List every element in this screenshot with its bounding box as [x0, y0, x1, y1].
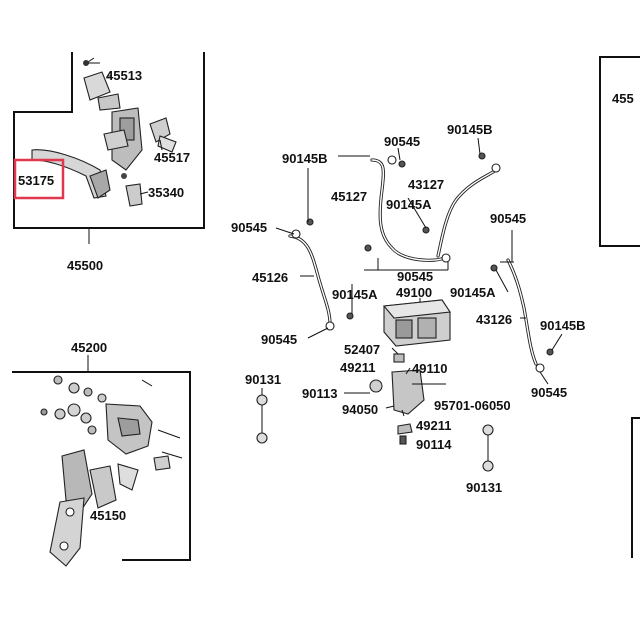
- label-49211-b: 49211: [416, 418, 451, 433]
- grommet-icon: [393, 353, 405, 363]
- pivot-bolt-icon: [121, 173, 127, 179]
- label-49100: 49100: [396, 285, 432, 300]
- right-bottom-frame: [631, 417, 640, 558]
- label-53175: 53175: [18, 173, 54, 188]
- label-95701-06050: 95701-06050: [434, 398, 511, 413]
- label-90545-a: 90545: [384, 134, 420, 149]
- caliper-group: [40, 355, 183, 567]
- label-90131-b: 90131: [466, 480, 502, 495]
- label-90145A-a: 90145A: [386, 197, 432, 212]
- piston-icon: [54, 408, 66, 420]
- highlight-box: [13, 158, 65, 200]
- brake-pad-icon: [61, 449, 93, 513]
- label-90145B-a: 90145B: [282, 151, 328, 166]
- abs-bracket-icon: [391, 369, 425, 415]
- hose-group: [275, 137, 563, 385]
- abs-group: [344, 298, 451, 445]
- label-49211-a: 49211: [340, 360, 375, 375]
- label-45127: 45127: [331, 189, 367, 204]
- label-455: 455: [612, 91, 634, 106]
- fitting-90114-icon: [399, 435, 407, 445]
- label-49110: 49110: [412, 361, 447, 376]
- bolt-head-icon: [83, 60, 89, 66]
- label-90113: 90113: [302, 386, 337, 401]
- right-top-frame: [599, 56, 640, 247]
- label-90545-e: 90545: [261, 332, 297, 347]
- label-90545-c: 90545: [231, 220, 267, 235]
- label-45150: 45150: [90, 508, 126, 523]
- bracket-icon: [49, 497, 85, 567]
- labels: 45513 45517 53175 35340 45500 45200 4515…: [18, 68, 634, 523]
- label-90545-d: 90545: [397, 269, 433, 284]
- label-45513: 45513: [106, 68, 142, 83]
- label-45126: 45126: [252, 270, 288, 285]
- label-45200: 45200: [71, 340, 107, 355]
- banjo-fitting-icon: [387, 155, 397, 165]
- label-90145A-c: 90145A: [450, 285, 496, 300]
- label-90545-b: 90545: [490, 211, 526, 226]
- label-94050: 94050: [342, 402, 378, 417]
- banjo-bolt-icon: [149, 117, 171, 143]
- label-90145B-c: 90145B: [540, 318, 586, 333]
- brake-pad-2-icon: [89, 465, 117, 509]
- reservoir-cap-icon: [83, 71, 111, 101]
- pin-icon: [157, 429, 181, 439]
- master-cylinder-group: [31, 57, 177, 244]
- clamp-icon: [103, 129, 129, 151]
- hose-45126: [288, 234, 332, 326]
- label-90145B-b: 90145B: [447, 122, 493, 137]
- hose-43127: [436, 168, 498, 258]
- label-90545-f: 90545: [531, 385, 567, 400]
- label-52407: 52407: [344, 342, 380, 357]
- label-45517: 45517: [154, 150, 190, 165]
- label-90145A-b: 90145A: [332, 287, 378, 302]
- label-90114: 90114: [416, 437, 452, 452]
- caliper-frame: [12, 371, 191, 561]
- label-35340: 35340: [148, 185, 184, 200]
- label-45500: 45500: [67, 258, 103, 273]
- bolt-icon: [87, 57, 95, 63]
- diaphragm-icon: [97, 93, 121, 111]
- label-43127: 43127: [408, 177, 444, 192]
- label-90131-a: 90131: [245, 372, 281, 387]
- label-43126: 43126: [476, 312, 512, 327]
- pins-group: [256, 388, 494, 472]
- seal-icon: [53, 375, 63, 385]
- switch-icon: [125, 183, 143, 207]
